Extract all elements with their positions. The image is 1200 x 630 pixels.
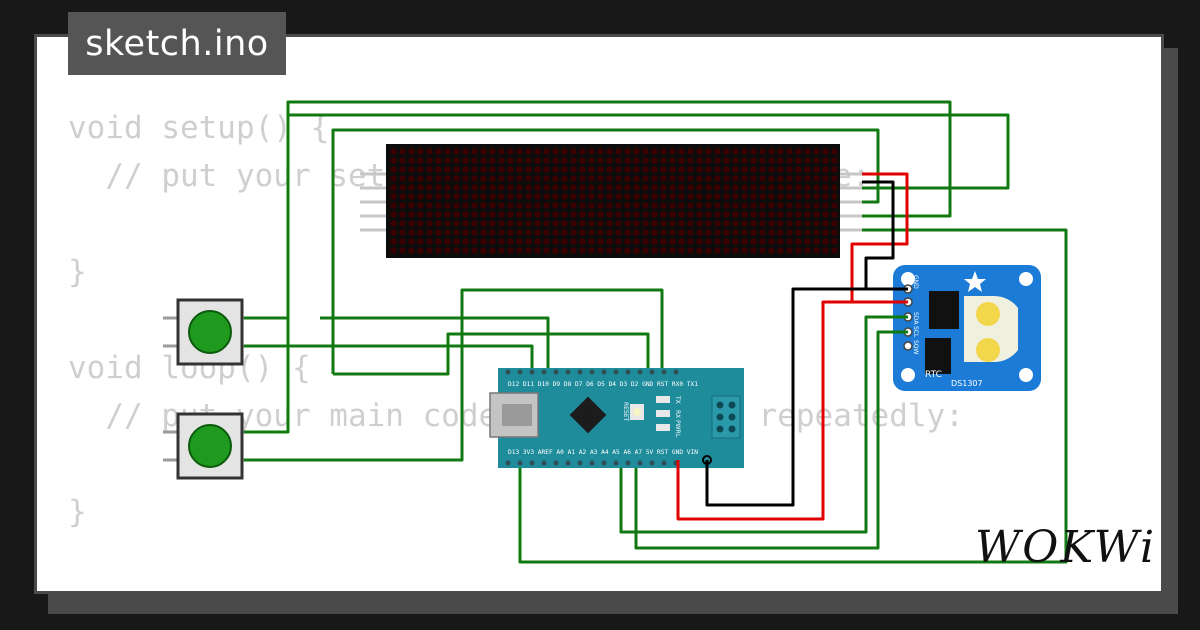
wire (705, 287, 908, 507)
wire (244, 113, 1010, 434)
wire (518, 228, 1068, 564)
wire (244, 100, 952, 320)
matrix-left-pins (360, 172, 390, 232)
nano-top-pin-labels: D12 D11 D10 D9 D8 D7 D6 D5 D4 D3 D2 GND … (508, 381, 698, 388)
nano-pwr-label: PWR (674, 420, 681, 434)
rtc-pin-gnd: GND (912, 275, 919, 289)
nano-l-label: L (674, 434, 681, 438)
nano-tx-label: TX (674, 395, 681, 404)
led-matrix[interactable] (386, 144, 840, 258)
nano-bottom-pin-labels: D13 3V3 AREF A0 A1 A2 A3 A4 A5 A6 A7 5V … (508, 449, 698, 456)
wire (619, 315, 908, 534)
filename-tab[interactable]: sketch.ino (68, 12, 286, 75)
rtc-pin-scl: SCL (912, 326, 919, 338)
push-button-2[interactable] (163, 412, 258, 480)
code-line: } (68, 494, 87, 530)
arduino-nano[interactable]: D12 D11 D10 D9 D8 D7 D6 D5 D4 D3 D2 GND … (489, 368, 744, 468)
push-button-1[interactable] (163, 298, 258, 366)
wires (244, 100, 1068, 564)
matrix-right-pins (838, 172, 866, 232)
wire (244, 344, 534, 368)
wire (320, 316, 550, 368)
code-line: void setup() { (68, 110, 330, 146)
rtc-title: RTC (925, 370, 942, 380)
wokwi-logo: WOKWi (975, 522, 1157, 573)
wire (331, 128, 880, 374)
wire (676, 300, 908, 521)
nano-reset-label: RESET (622, 402, 629, 422)
nano-rx-label: RX (674, 410, 681, 418)
rtc-pin-sqw: SQW (912, 340, 919, 355)
rtc-pin-sda: SDA (912, 312, 919, 325)
code-line: } (68, 254, 87, 290)
wire (333, 332, 650, 376)
rtc-module[interactable]: RTC DS1307 GND SDA SCL SQW (893, 265, 1041, 391)
wire (244, 288, 664, 462)
rtc-model: DS1307 (951, 379, 983, 388)
wire (634, 330, 908, 550)
